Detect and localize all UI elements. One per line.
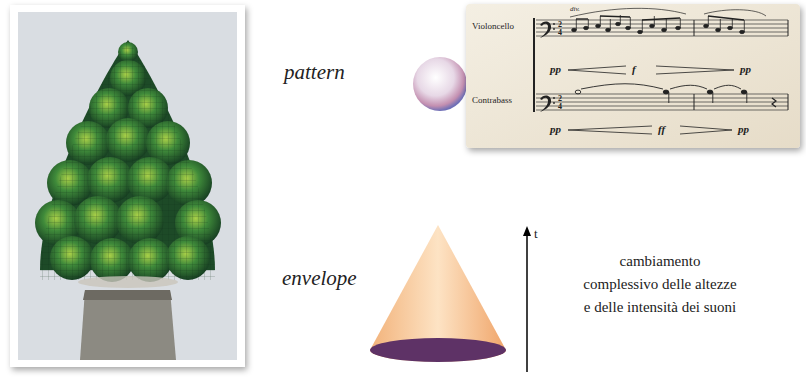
envelope-cone (370, 225, 506, 362)
time-axis (523, 226, 531, 372)
term-label: envelope (282, 266, 357, 291)
score-panel: div.VioloncelloppfppContrabassppffpp (466, 4, 800, 148)
dynamic-mark: pp (550, 123, 561, 135)
dynamic-mark: pp (738, 123, 749, 135)
pattern-sphere (413, 57, 467, 111)
description-text: cambiamento complessivo delle altezze e … (582, 250, 738, 319)
svg-text:4: 4 (558, 28, 562, 37)
dynamic-mark: ff (658, 123, 665, 135)
score-direction: div. (570, 6, 580, 14)
instrument-name: Contrabass (472, 96, 512, 106)
chimney-photo (10, 5, 245, 367)
term-label: pattern (284, 60, 345, 85)
axis-label: t (534, 226, 538, 242)
instrument-name: Violoncello (472, 22, 514, 32)
dynamic-mark: pp (740, 63, 751, 75)
dynamic-mark: f (632, 63, 636, 75)
svg-text:4: 4 (558, 102, 562, 111)
dynamic-mark: pp (550, 63, 561, 75)
score-sheet: 24 24 (466, 4, 800, 148)
